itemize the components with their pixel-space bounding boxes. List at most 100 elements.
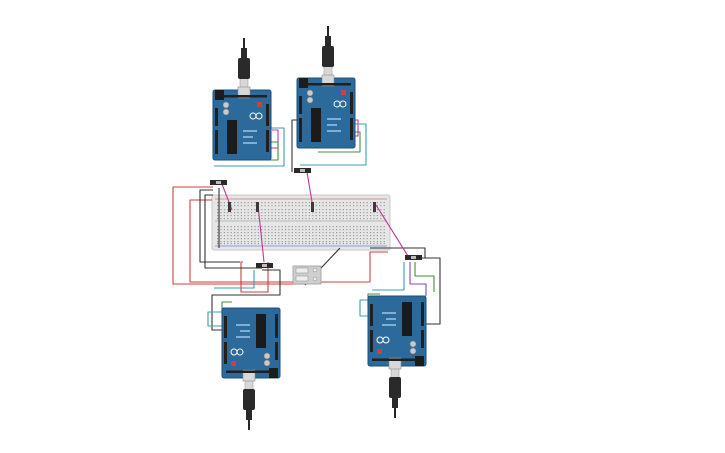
- breadboard-hole: [234, 232, 236, 234]
- breadboard-hole: [274, 215, 276, 217]
- breadboard-hole: [295, 212, 297, 214]
- breadboard-hole: [254, 238, 256, 240]
- breadboard-hole: [295, 215, 297, 217]
- breadboard-hole: [223, 226, 225, 228]
- breadboard[interactable]: [211, 194, 391, 251]
- dip-switch[interactable]: [292, 265, 322, 285]
- breadboard-hole: [268, 218, 270, 220]
- breadboard-hole: [322, 202, 324, 204]
- breadboard-hole: [346, 243, 348, 245]
- breadboard-hole: [329, 232, 331, 234]
- breadboard-hole: [370, 241, 372, 243]
- breadboard-hole: [339, 238, 341, 240]
- breadboard-hole: [288, 202, 290, 204]
- arduino-uno-bottom-right[interactable]: [367, 295, 427, 419]
- breadboard-hole: [281, 205, 283, 207]
- arduino-uno-top-right[interactable]: [296, 25, 356, 149]
- breadboard-hole: [325, 241, 327, 243]
- breadboard-hole: [271, 235, 273, 237]
- breadboard-hole: [346, 218, 348, 220]
- breadboard-hole: [251, 209, 253, 211]
- breadboard-hole: [227, 243, 229, 245]
- wire-green-5: [414, 262, 435, 292]
- breadboard-hole: [223, 202, 225, 204]
- breadboard-hole: [363, 235, 365, 237]
- breadboard-hole: [336, 226, 338, 228]
- breadboard-hole: [308, 205, 310, 207]
- breadboard-hole: [257, 215, 259, 217]
- breadboard-hole: [373, 215, 375, 217]
- breadboard-hole: [370, 229, 372, 231]
- breadboard-hole: [240, 202, 242, 204]
- breadboard-hole: [315, 235, 317, 237]
- breadboard-hole: [332, 226, 334, 228]
- breadboard-hole: [329, 238, 331, 240]
- breadboard-hole: [383, 205, 385, 207]
- slide-switch-1[interactable]: [210, 180, 227, 185]
- breadboard-hole: [356, 235, 358, 237]
- breadboard-hole: [339, 243, 341, 245]
- breadboard-hole: [285, 235, 287, 237]
- breadboard-hole: [319, 226, 321, 228]
- breadboard-hole: [308, 243, 310, 245]
- breadboard-hole: [217, 209, 219, 211]
- breadboard-hole: [247, 218, 249, 220]
- breadboard-hole: [322, 229, 324, 231]
- breadboard-hole: [322, 212, 324, 214]
- breadboard-hole: [342, 215, 344, 217]
- arduino-uno-bottom-left[interactable]: [221, 307, 281, 431]
- breadboard-resistors[interactable]: [228, 202, 376, 212]
- breadboard-hole: [353, 212, 355, 214]
- breadboard-hole: [227, 202, 229, 204]
- breadboard-hole: [370, 215, 372, 217]
- breadboard-hole: [220, 226, 222, 228]
- breadboard-hole: [261, 226, 263, 228]
- breadboard-hole: [274, 212, 276, 214]
- breadboard-hole: [305, 241, 307, 243]
- wire-black-1: [199, 189, 240, 263]
- breadboard-hole: [319, 243, 321, 245]
- breadboard-hole: [281, 212, 283, 214]
- breadboard-hole: [295, 238, 297, 240]
- breadboard-hole: [237, 235, 239, 237]
- arduino-uno-top-left[interactable]: [212, 37, 272, 161]
- breadboard-hole: [251, 235, 253, 237]
- breadboard-hole: [237, 202, 239, 204]
- breadboard-hole: [227, 235, 229, 237]
- breadboard-hole: [261, 218, 263, 220]
- breadboard-hole: [295, 229, 297, 231]
- breadboard-hole: [271, 226, 273, 228]
- breadboard-hole: [376, 215, 378, 217]
- breadboard-hole: [373, 226, 375, 228]
- breadboard-hole: [332, 232, 334, 234]
- breadboard-hole: [278, 202, 280, 204]
- wire-black-4: [211, 269, 281, 331]
- breadboard-hole: [339, 226, 341, 228]
- breadboard-hole: [366, 241, 368, 243]
- breadboard-hole: [257, 232, 259, 234]
- breadboard-hole: [373, 243, 375, 245]
- breadboard-hole: [240, 212, 242, 214]
- breadboard-hole: [349, 215, 351, 217]
- breadboard-hole: [254, 226, 256, 228]
- breadboard-hole: [234, 241, 236, 243]
- slide-switch-4[interactable]: [405, 255, 422, 260]
- breadboard-hole: [370, 218, 372, 220]
- breadboard-hole: [359, 238, 361, 240]
- breadboard-hole: [308, 232, 310, 234]
- breadboard-hole: [325, 212, 327, 214]
- breadboard-hole: [383, 202, 385, 204]
- breadboard-hole: [281, 232, 283, 234]
- breadboard-hole: [285, 232, 287, 234]
- slide-switch-2[interactable]: [294, 168, 311, 173]
- breadboard-hole: [271, 241, 273, 243]
- breadboard-hole: [295, 235, 297, 237]
- breadboard-hole: [298, 209, 300, 211]
- slide-switch-3[interactable]: [256, 263, 273, 268]
- breadboard-hole: [353, 238, 355, 240]
- breadboard-hole: [305, 205, 307, 207]
- breadboard-hole: [244, 235, 246, 237]
- breadboard-hole: [315, 243, 317, 245]
- breadboard-hole: [312, 212, 314, 214]
